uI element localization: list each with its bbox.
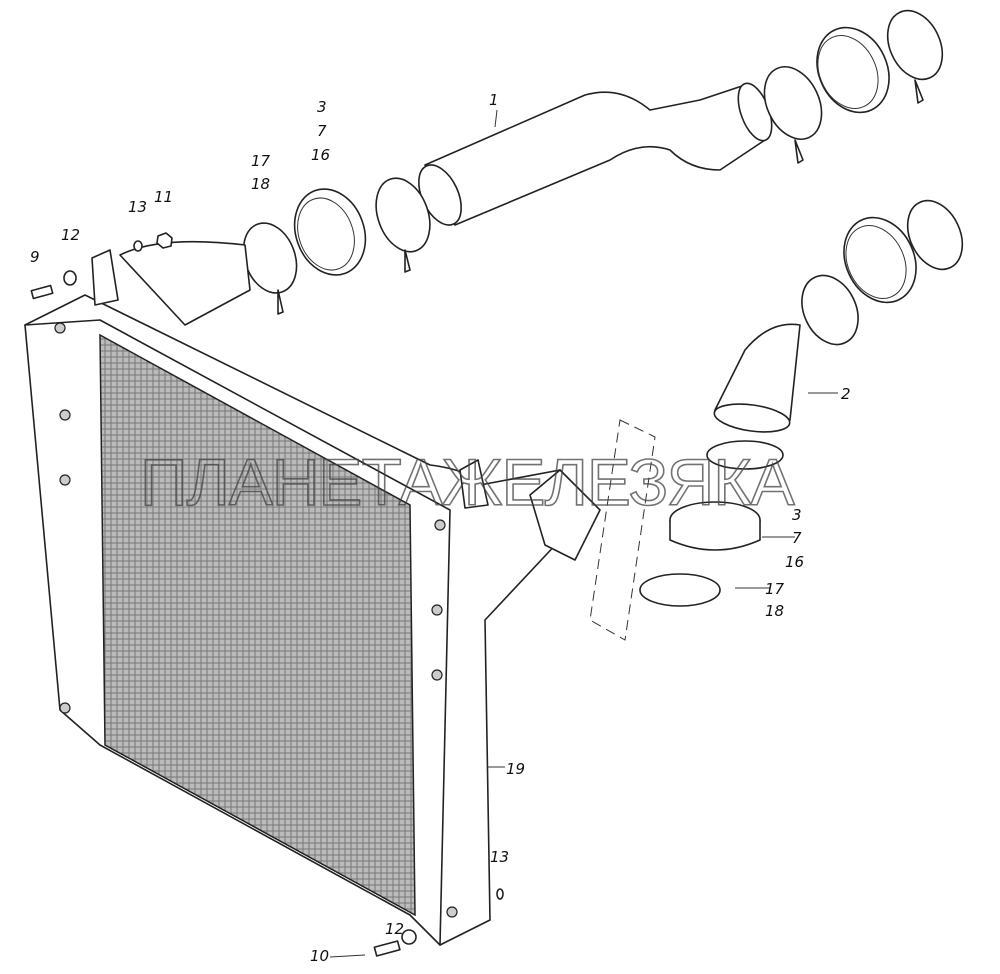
callout-19: 19 [506,760,525,778]
leader-lines [329,109,838,958]
callout-17: 17 [251,152,271,170]
callout-16: 16 [311,146,330,164]
watermark: ПЛАНЕТАЖЕЛЕЗЯКА [140,445,795,519]
callout-1: 1 [489,91,499,109]
callout-2: 2 [841,385,851,403]
callout-3: 3 [317,98,327,116]
intercooler-19 [24,240,601,946]
callout-13b: 13 [490,848,509,866]
callout-3b: 3 [792,506,802,524]
charge-air-pipe-1 [418,82,773,226]
callout-7b: 7 [792,529,802,547]
callout-12b: 12 [385,920,404,938]
lower-right-parts [589,199,964,641]
radiator-core [99,333,416,917]
callout-12: 12 [61,226,80,244]
callout-11: 11 [154,188,173,206]
callout-18: 18 [251,175,270,193]
callout-9: 9 [30,248,40,266]
callout-13: 13 [128,198,147,216]
upper-right-clamps [763,9,944,164]
callout-16b: 16 [785,553,804,571]
upper-left-clamps [242,177,431,315]
fasteners [30,232,504,957]
callout-17b: 17 [765,580,785,598]
callout-7: 7 [317,122,327,140]
callout-10: 10 [310,947,329,965]
callout-18b: 18 [765,602,784,620]
